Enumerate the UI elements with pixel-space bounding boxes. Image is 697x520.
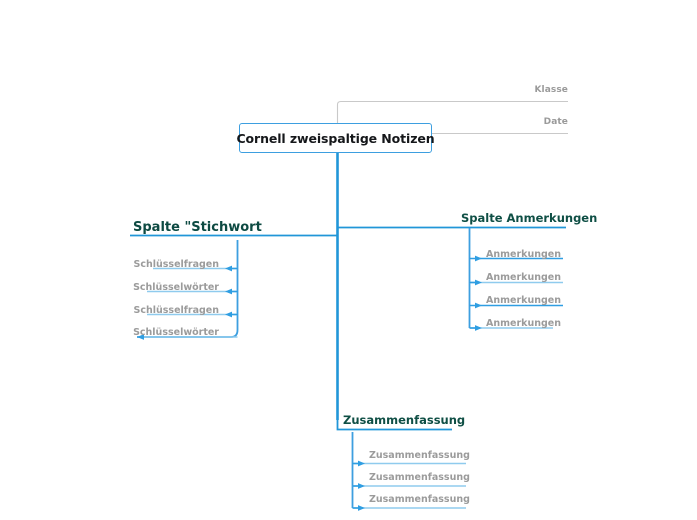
branch-header-stichwort[interactable]: Spalte "Stichwort xyxy=(133,220,262,235)
leaf-left-2[interactable]: Schlüsselwörter xyxy=(133,282,219,293)
leaf-right-2[interactable]: Anmerkungen xyxy=(486,272,561,283)
branch-header-zusammenfassung[interactable]: Zusammenfassung xyxy=(343,413,466,427)
meta-label-klasse[interactable]: Klasse xyxy=(534,85,568,95)
root-node[interactable]: Cornell zweispaltige Notizen xyxy=(236,123,435,153)
leaf-right-3[interactable]: Anmerkungen xyxy=(486,295,561,306)
leaf-bottom-1[interactable]: Zusammenfassung xyxy=(369,450,470,461)
branch-header-anmerkungen[interactable]: Spalte Anmerkungen xyxy=(461,211,598,225)
leaf-left-4[interactable]: Schlüsselwörter xyxy=(133,327,219,338)
meta-label-date[interactable]: Date xyxy=(543,117,568,127)
leaf-left-3[interactable]: Schlüsselfragen xyxy=(133,305,220,316)
root-node-label: Cornell zweispaltige Notizen xyxy=(236,130,435,146)
leaf-bottom-3[interactable]: Zusammenfassung xyxy=(369,494,470,505)
leaf-left-1[interactable]: Schlüsselfragen xyxy=(133,259,220,270)
leaf-bottom-2[interactable]: Zusammenfassung xyxy=(369,472,470,483)
leaf-right-1[interactable]: Anmerkungen xyxy=(486,249,561,260)
leaf-right-4[interactable]: Anmerkungen xyxy=(486,318,561,329)
